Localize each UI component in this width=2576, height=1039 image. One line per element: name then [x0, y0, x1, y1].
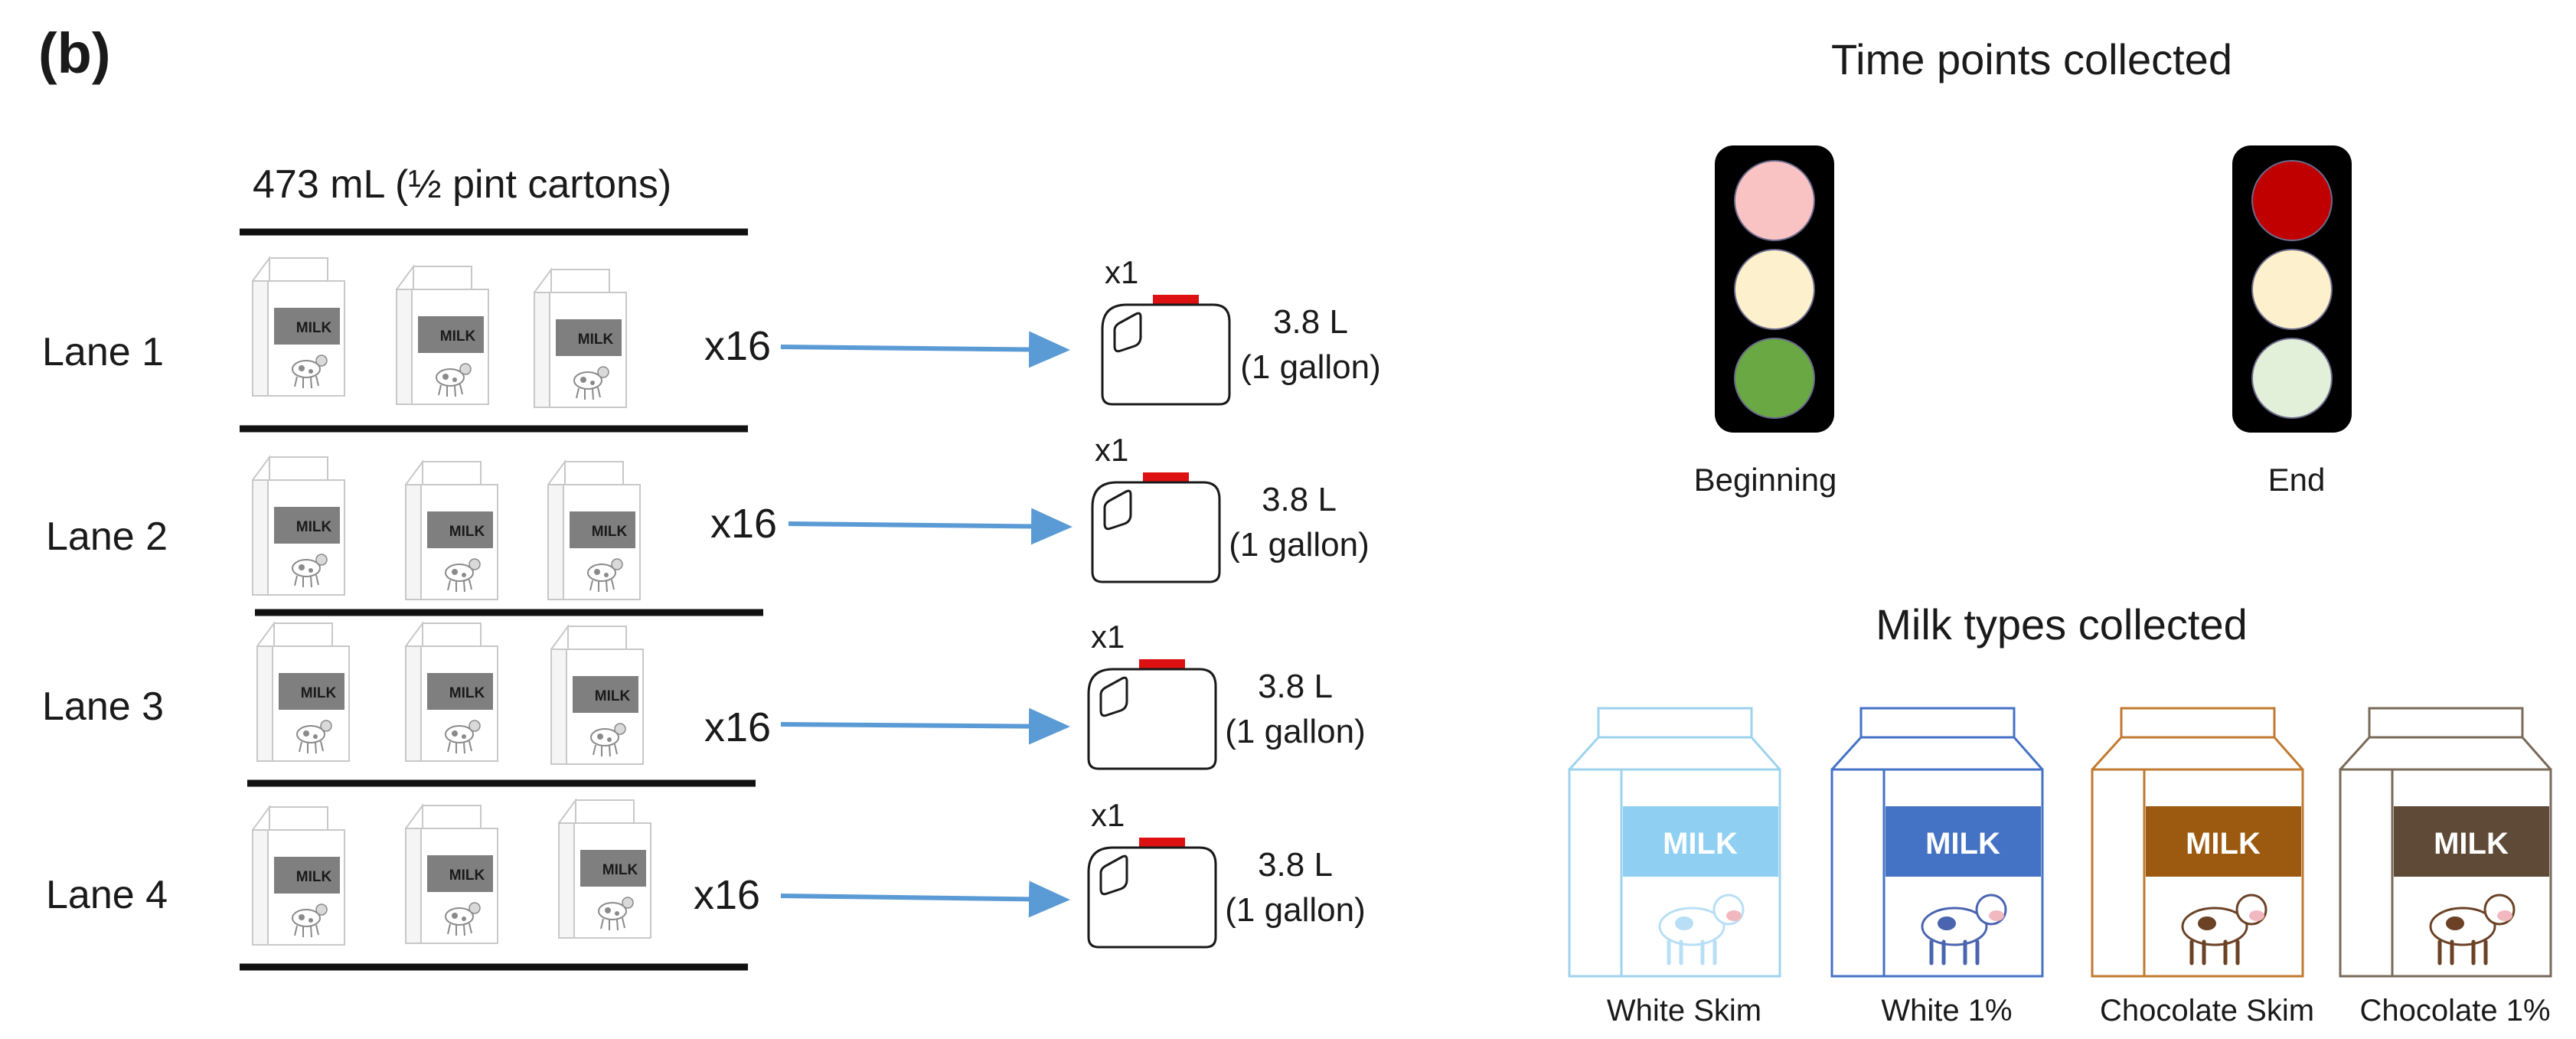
milk-type-name: White Skim — [1607, 994, 1761, 1028]
lane-1: Lane 1 MILK MILK MILK x16 x1 3.8 L (1 ga… — [42, 254, 1381, 408]
multiplier-label: x16 — [694, 872, 760, 918]
lane-4: Lane 4 MILK MILK MILK x16 x1 3.8 L (1 ga… — [46, 797, 1366, 949]
milk-types-section: Milk types collected MILK White Skim MILK W… — [1568, 600, 2552, 1028]
carton-label: MILK — [301, 685, 337, 701]
carton-label: MILK — [296, 320, 332, 336]
lane-dividers — [240, 228, 763, 971]
arrow-icon — [788, 508, 1073, 545]
milk-carton-label: MILK — [2434, 827, 2509, 861]
carton-label: MILK — [595, 688, 631, 704]
carton-label: MILK — [449, 524, 485, 540]
milk-carton-label: MILK — [2186, 827, 2261, 861]
jug-count-label: x1 — [1095, 432, 1128, 468]
gallon-jug-icon — [1101, 293, 1231, 406]
milk-carton-label: MILK — [1663, 827, 1738, 861]
carton-label: MILK — [602, 862, 638, 878]
volume-label: 3.8 L — [1258, 668, 1333, 705]
end-traffic-light-icon — [2232, 145, 2352, 433]
end-light-bottom — [2251, 338, 2333, 419]
milk-carton-white-skim: MILK White Skim — [1568, 707, 1781, 1028]
cow-icon — [2181, 894, 2267, 965]
carton-label: MILK — [296, 869, 332, 885]
arrow-icon — [780, 707, 1070, 745]
end-light-middle — [2251, 249, 2333, 330]
volume-label: 3.8 L — [1273, 303, 1348, 341]
milk-type-name: Chocolate 1% — [2359, 994, 2550, 1028]
volume-unit-label: (1 gallon) — [1229, 526, 1369, 564]
milk-carton-chocolate-1-: MILK Chocolate 1% — [2339, 707, 2552, 1028]
cow-icon — [1658, 894, 1745, 965]
arrow-icon — [780, 881, 1070, 918]
carton-label: MILK — [578, 332, 614, 348]
milk-carton-white-1-: MILK White 1% — [1830, 707, 2044, 1028]
panel-label: (b) — [38, 21, 111, 85]
gallon-jug-icon — [1091, 471, 1221, 583]
volume-unit-label: (1 gallon) — [1225, 891, 1365, 929]
multiplier-label: x16 — [704, 704, 771, 750]
multiplier-label: x16 — [704, 323, 771, 369]
beginning-light-middle — [1734, 249, 1815, 330]
lane-label: Lane 3 — [42, 684, 164, 729]
gallon-jug-icon — [1087, 658, 1217, 770]
beginning-light-bottom — [1734, 338, 1815, 419]
beginning-label: Beginning — [1694, 462, 1837, 498]
end-light-top — [2251, 160, 2333, 241]
lane-label: Lane 2 — [46, 515, 168, 559]
milk-carton-chocolate-skim: MILK Chocolate Skim — [2091, 707, 2314, 1028]
jug-count-label: x1 — [1091, 619, 1125, 655]
milk-type-name: White 1% — [1881, 994, 2012, 1028]
carton-label: MILK — [592, 524, 628, 540]
lane-3: Lane 3 MILK MILK MILK x16 x1 3.8 L (1 ga… — [42, 619, 1366, 770]
jug-count-label: x1 — [1091, 797, 1125, 833]
lane-2: Lane 2 MILK MILK MILK x16 x1 3.8 L (1 ga… — [46, 432, 1370, 600]
carton-header: 473 mL (½ pint cartons) — [253, 162, 671, 207]
multiplier-label: x16 — [710, 501, 777, 547]
volume-unit-label: (1 gallon) — [1225, 713, 1365, 750]
volume-unit-label: (1 gallon) — [1240, 348, 1380, 386]
lane-label: Lane 4 — [46, 873, 168, 917]
milk-types-title: Milk types collected — [1876, 600, 2248, 649]
milk-type-cartons: MILK White Skim MILK White 1% MILK Chocolate … — [1568, 707, 2552, 1028]
carton-label: MILK — [449, 685, 485, 701]
volume-label: 3.8 L — [1258, 846, 1333, 884]
milk-type-name: Chocolate Skim — [2100, 994, 2314, 1028]
beginning-light-top — [1734, 160, 1815, 241]
lane-label: Lane 1 — [42, 330, 164, 374]
jug-count-label: x1 — [1105, 254, 1138, 290]
milk-carton-label: MILK — [1925, 827, 2000, 861]
beginning-traffic-light-icon — [1715, 145, 1834, 433]
time-points-section: Time points collected Beginning End — [1694, 35, 2352, 498]
carton-label: MILK — [296, 519, 332, 535]
arrow-icon — [780, 331, 1070, 368]
carton-label: MILK — [449, 867, 485, 884]
time-points-title: Time points collected — [1831, 35, 2232, 83]
volume-label: 3.8 L — [1262, 481, 1337, 518]
carton-label: MILK — [440, 328, 476, 345]
cow-icon — [1921, 894, 2007, 965]
cow-icon — [2429, 894, 2516, 965]
end-label: End — [2268, 462, 2326, 498]
gallon-jug-icon — [1087, 836, 1217, 949]
